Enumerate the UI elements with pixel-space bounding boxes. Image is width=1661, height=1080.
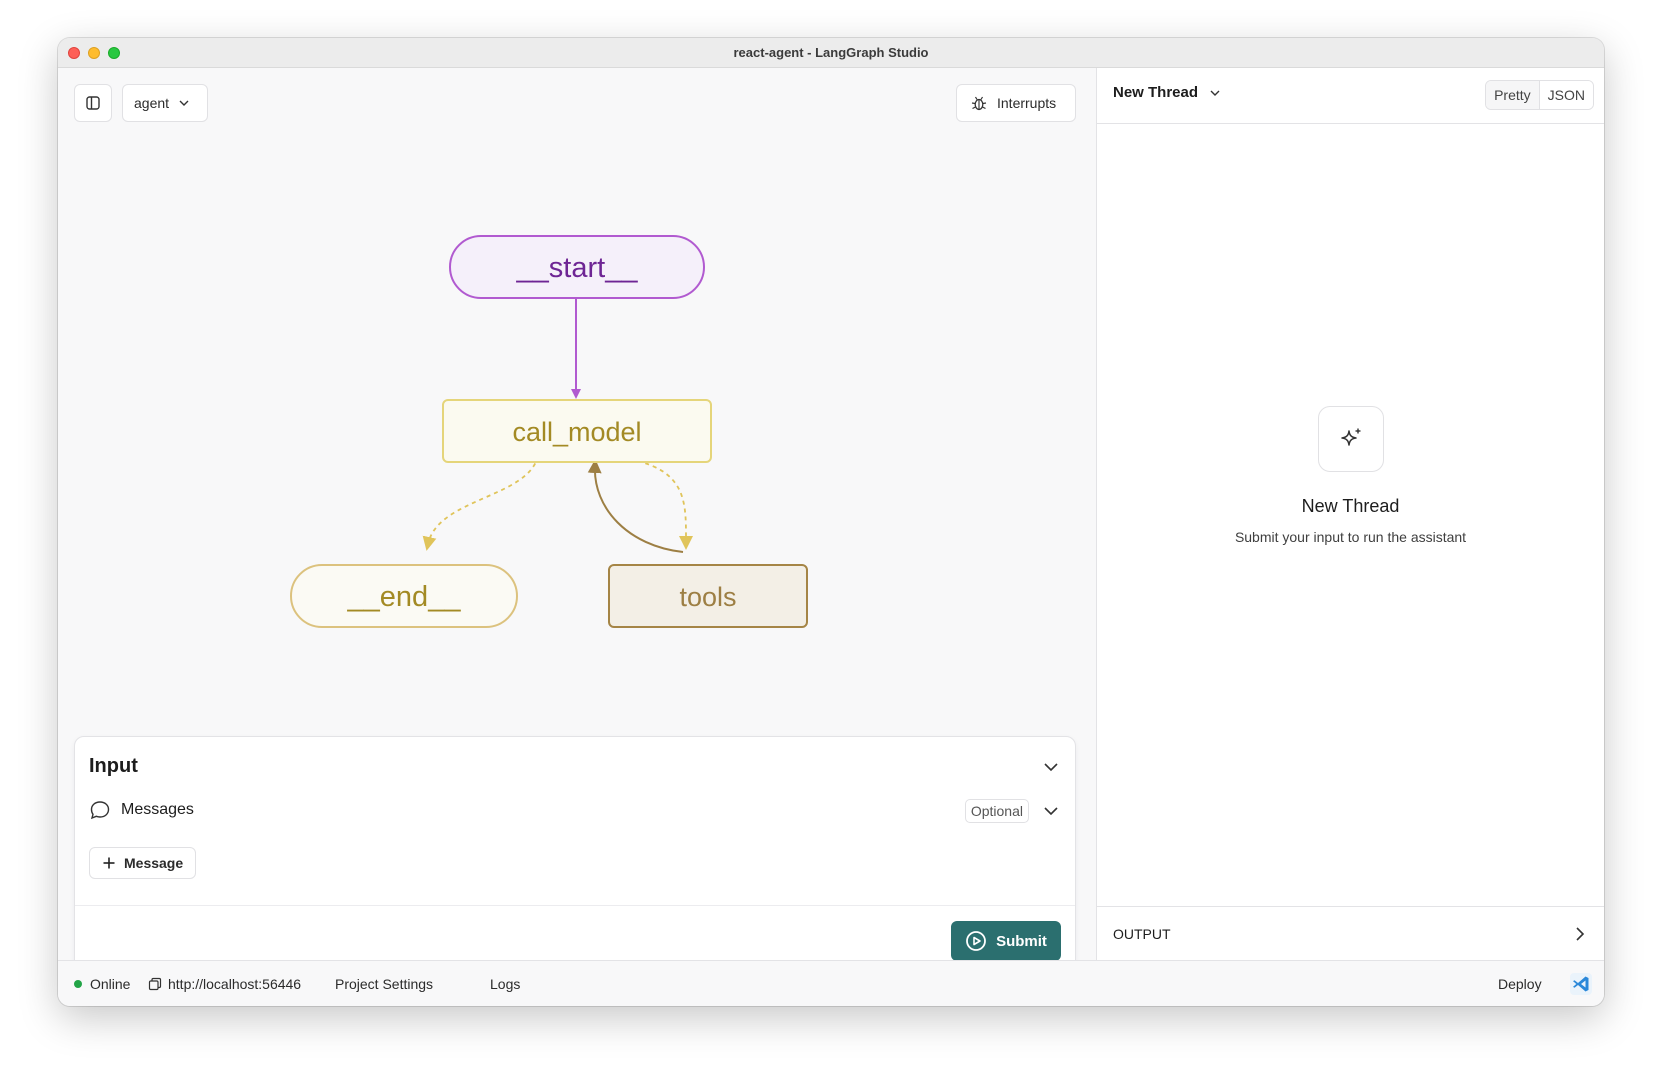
chevron-down-icon[interactable] — [1041, 801, 1061, 821]
connection-status: Online — [74, 976, 130, 992]
node-tools-label: tools — [679, 582, 736, 612]
node-call-model-label: call_model — [512, 417, 641, 447]
node-call-model[interactable]: call_model — [442, 399, 712, 463]
add-message-button[interactable]: Message — [89, 847, 197, 879]
input-panel: Input Messages Optional Message — [74, 736, 1076, 976]
app-window: react-agent - LangGraph Studio agent — [58, 38, 1604, 1006]
thread-header: New Thread Pretty JSON — [1097, 68, 1604, 124]
project-settings-link[interactable]: Project Settings — [335, 975, 434, 992]
submit-label: Submit — [996, 932, 1047, 950]
plus-icon — [103, 857, 115, 869]
online-label: Online — [90, 975, 131, 992]
submit-button[interactable]: Submit — [951, 921, 1061, 961]
graph-pane: agent Interrupts — [58, 68, 1096, 976]
status-bar: Online http://localhost:56446 Project Se… — [58, 960, 1604, 1006]
bug-icon — [971, 96, 987, 111]
chevron-right-icon — [1576, 927, 1585, 941]
graph-canvas: __start__ call_model __end__ tools — [290, 235, 808, 628]
interrupts-button[interactable]: Interrupts — [956, 84, 1076, 122]
output-section-toggle[interactable]: OUTPUT — [1097, 906, 1604, 960]
copy-icon — [148, 977, 162, 990]
node-tools[interactable]: tools — [608, 564, 808, 628]
messages-label: Messages — [121, 801, 194, 818]
title-bar: react-agent - LangGraph Studio — [58, 38, 1604, 68]
server-url-copy[interactable]: http://localhost:56446 — [148, 976, 301, 992]
chevron-down-icon — [179, 100, 189, 106]
view-mode-toggle: Pretty JSON — [1485, 80, 1594, 110]
graph-select-dropdown[interactable]: agent — [122, 84, 208, 122]
minimize-window-button[interactable] — [88, 47, 100, 59]
edge-tools-to-model — [587, 459, 684, 553]
logs-link[interactable]: Logs — [490, 975, 521, 992]
output-label: OUTPUT — [1113, 925, 1171, 942]
empty-thread-subtitle: Submit your input to run the assistant — [1234, 529, 1467, 545]
empty-thread-title: New Thread — [1301, 496, 1400, 516]
sidebar-icon — [86, 96, 100, 110]
messages-field-header: Messages — [89, 797, 194, 823]
thread-select-dropdown[interactable]: New Thread — [1113, 84, 1222, 101]
edge-model-to-end — [422, 455, 539, 551]
node-end[interactable]: __end__ — [290, 564, 518, 628]
chevron-down-icon — [1210, 90, 1220, 96]
chat-bubble-icon — [90, 801, 110, 820]
window-title: react-agent - LangGraph Studio — [733, 45, 929, 60]
optional-badge: Optional — [964, 799, 1029, 823]
deploy-link[interactable]: Deploy — [1498, 975, 1542, 992]
thread-select-label: New Thread — [1113, 84, 1199, 101]
sparkle-icon — [1340, 428, 1360, 446]
json-view-button[interactable]: JSON — [1538, 81, 1593, 109]
sparkle-icon-container — [1317, 406, 1384, 472]
interrupts-label: Interrupts — [997, 95, 1057, 111]
server-url: http://localhost:56446 — [168, 975, 302, 992]
add-message-label: Message — [124, 855, 184, 871]
online-indicator-icon — [74, 979, 82, 988]
window-controls — [68, 47, 120, 59]
pretty-view-button[interactable]: Pretty — [1486, 81, 1539, 109]
divider — [75, 905, 1075, 906]
node-start[interactable]: __start__ — [449, 235, 705, 299]
graph-select-label: agent — [134, 95, 170, 111]
empty-thread-state: New Thread Submit your input to run the … — [1097, 406, 1604, 545]
chevron-down-icon[interactable] — [1041, 757, 1061, 777]
node-start-label: __start__ — [516, 252, 639, 284]
zoom-window-button[interactable] — [108, 47, 120, 59]
thread-pane: New Thread Pretty JSON New Thread Submit… — [1096, 68, 1604, 960]
edge-model-to-tools — [605, 455, 694, 550]
node-end-label: __end__ — [347, 581, 462, 613]
vscode-icon[interactable] — [1570, 973, 1592, 995]
close-window-button[interactable] — [68, 47, 80, 59]
play-circle-icon — [966, 931, 986, 951]
sidebar-toggle-button[interactable] — [74, 84, 112, 122]
input-title: Input — [89, 755, 138, 777]
